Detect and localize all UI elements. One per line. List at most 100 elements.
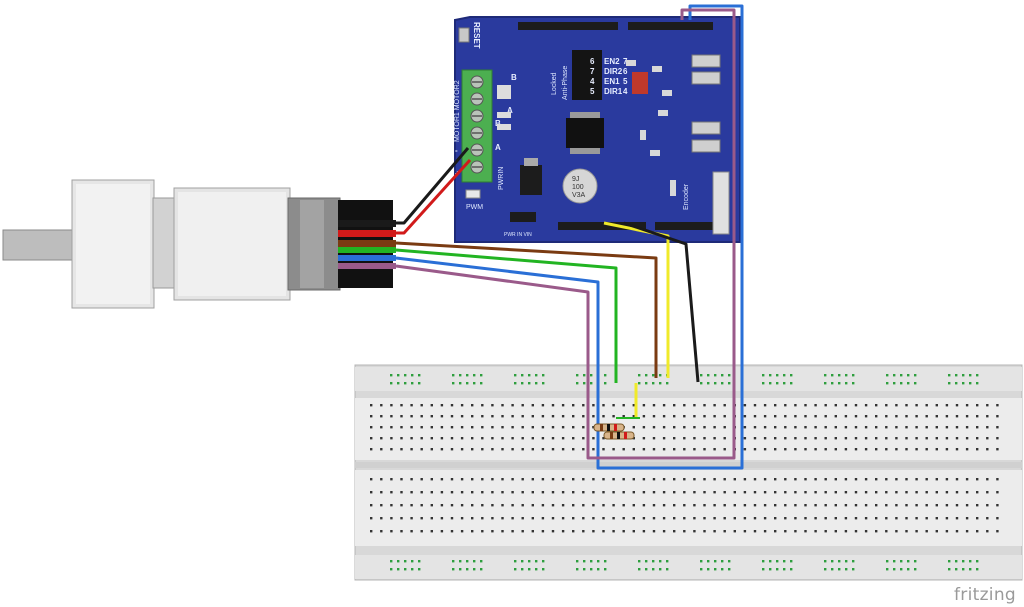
breadboard-hole [852, 568, 855, 571]
breadboard-hole [774, 504, 777, 507]
breadboard-hole [683, 478, 686, 481]
breadboard-hole [790, 374, 793, 377]
breadboard-hole [481, 504, 484, 507]
terminal-label-a: A [507, 106, 513, 115]
breadboard-hole [583, 382, 586, 385]
breadboard-hole [430, 491, 433, 494]
capacitor [562, 168, 598, 204]
breadboard-hole [514, 560, 517, 563]
breadboard-hole [895, 478, 898, 481]
breadboard-hole [714, 568, 717, 571]
breadboard-hole [511, 517, 514, 520]
breadboard-hole [662, 437, 666, 440]
breadboard-hole [955, 382, 958, 385]
breadboard-hole [948, 374, 951, 377]
breadboard-hole [763, 478, 767, 481]
breadboard-hole [935, 448, 938, 451]
breadboard-hole [885, 448, 888, 451]
breadboard-hole [784, 437, 787, 440]
breadboard-hole [763, 415, 767, 418]
breadboard-hole [728, 560, 731, 563]
breadboard-hole [875, 404, 878, 407]
breadboard-hole [471, 448, 474, 451]
breadboard-hole [914, 568, 917, 571]
breadboard-hole [411, 568, 414, 571]
breadboard-hole [466, 374, 469, 377]
breadboard-hole [723, 415, 726, 418]
reset-button[interactable] [458, 27, 470, 43]
breadboard-hole [642, 517, 646, 520]
cap-label-2: 100 [572, 184, 584, 191]
breadboard-hole [824, 415, 827, 418]
breadboard-hole [541, 491, 545, 494]
breadboard-hole [845, 374, 848, 377]
breadboard-hole [572, 530, 575, 533]
breadboard-hole [743, 517, 747, 520]
breadboard-hole [460, 448, 464, 451]
breadboard-hole [450, 415, 454, 418]
breadboard-hole [986, 478, 989, 481]
breadboard-hole [905, 478, 908, 481]
breadboard-hole [592, 437, 595, 440]
breadboard-hole [531, 404, 534, 407]
breadboard-hole [531, 448, 534, 451]
breadboard-hole [572, 448, 575, 451]
breadboard-hole [450, 426, 454, 429]
breadboard-hole [824, 560, 827, 563]
breadboard-hole [743, 426, 747, 429]
breadboard-hole [592, 504, 595, 507]
breadboard-hole [814, 517, 817, 520]
breadboard-hole [700, 560, 703, 563]
breadboard-hole [864, 448, 868, 451]
breadboard-hole [541, 517, 545, 520]
breadboard-hole [743, 437, 747, 440]
breadboard-hole [824, 530, 827, 533]
breadboard-hole [774, 517, 777, 520]
breadboard-hole [582, 517, 585, 520]
breadboard-hole [962, 560, 965, 563]
breadboard-hole [784, 415, 787, 418]
breadboard-hole [592, 491, 595, 494]
breadboard-hole [642, 437, 646, 440]
breadboard-hole [528, 382, 531, 385]
breadboard-hole [794, 415, 797, 418]
breadboard-hole [794, 437, 797, 440]
breadboard-hole [531, 491, 534, 494]
breadboard-hole [582, 426, 585, 429]
breadboard-hole [845, 568, 848, 571]
breadboard-hole [945, 491, 949, 494]
breadboard-hole [935, 478, 938, 481]
breadboard-hole [893, 560, 896, 563]
breadboard-hole [886, 382, 889, 385]
breadboard-hole [804, 517, 807, 520]
breadboard-hole [844, 504, 848, 507]
breadboard-hole [905, 517, 908, 520]
breadboard-hole [996, 517, 999, 520]
breadboard-hole [905, 415, 908, 418]
breadboard-hole [925, 448, 928, 451]
breadboard-hole [831, 374, 834, 377]
breadboard-hole [440, 426, 444, 429]
breadboard-hole [420, 426, 423, 429]
breadboard-hole [590, 568, 593, 571]
breadboard-hole [905, 504, 908, 507]
breadboard-hole [471, 491, 474, 494]
breadboard-hole [703, 530, 706, 533]
breadboard-hole [659, 382, 662, 385]
breadboard-hole [460, 426, 464, 429]
breadboard-hole [743, 504, 747, 507]
breadboard-hole [854, 426, 858, 429]
breadboard-hole [804, 426, 807, 429]
breadboard-hole [370, 491, 373, 494]
breadboard-hole [915, 415, 918, 418]
breadboard-hole [854, 491, 858, 494]
breadboard-hole [886, 568, 889, 571]
breadboard-hole [466, 568, 469, 571]
breadboard-hole [622, 404, 625, 407]
breadboard-hole [762, 382, 765, 385]
breadboard-hole [713, 404, 716, 407]
breadboard-hole [592, 426, 595, 429]
breadboard-hole [400, 448, 403, 451]
breadboard-hole [824, 478, 827, 481]
